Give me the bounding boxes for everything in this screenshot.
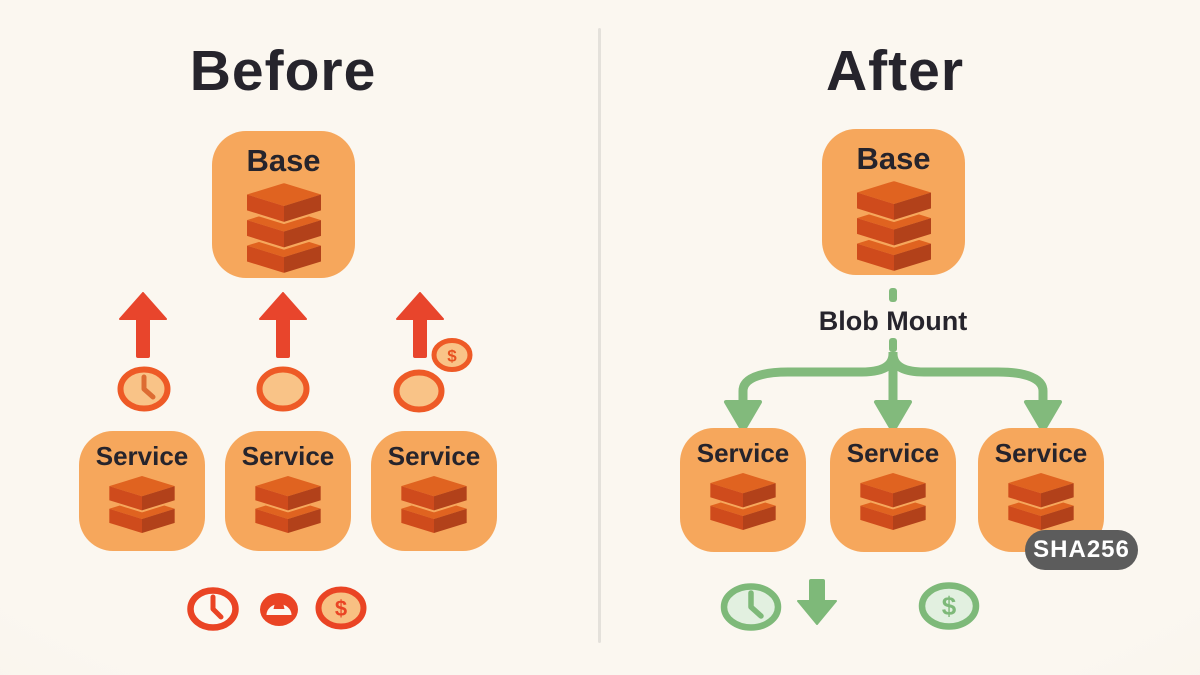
service-label: Service — [994, 438, 1088, 468]
blank-circle-icon — [393, 369, 445, 413]
up-arrow-icon — [119, 292, 167, 358]
before-service-card: Service — [79, 431, 205, 551]
layers-stack-icon — [860, 473, 926, 530]
layers-stack-icon — [1008, 473, 1074, 530]
after-title: After — [825, 39, 965, 103]
layers-stack-icon — [255, 476, 321, 533]
before-service-card: Service — [225, 431, 351, 551]
svg-text:$: $ — [335, 596, 347, 621]
sha256-badge: SHA256 — [1025, 530, 1138, 570]
layers-stack-icon — [857, 181, 931, 271]
service-label: Service — [696, 438, 790, 468]
service-label: Service — [846, 438, 940, 468]
base-label: Base — [246, 143, 321, 178]
layers-stack-icon — [109, 476, 175, 533]
branch-arrows-icon — [724, 352, 1062, 433]
service-label: Service — [95, 441, 189, 471]
layers-stack-icon — [710, 473, 776, 530]
dashed-connector — [889, 288, 897, 302]
service-label: Service — [387, 441, 481, 471]
panel-divider — [598, 28, 601, 643]
coin-icon: $ — [431, 338, 473, 372]
up-arrow-icon — [259, 292, 307, 358]
after-service-card: Service — [830, 428, 956, 552]
clock-icon — [117, 366, 171, 412]
layers-stack-icon — [247, 183, 321, 273]
svg-text:$: $ — [447, 347, 457, 366]
after-service-card: Service — [680, 428, 806, 552]
base-label: Base — [856, 141, 931, 176]
before-base-card: Base — [212, 131, 355, 278]
svg-text:$: $ — [942, 591, 957, 621]
dashed-connector — [889, 338, 897, 352]
blank-circle-icon — [256, 366, 310, 412]
blob-mount-label: Blob Mount — [818, 306, 968, 336]
coin-icon: $ — [315, 586, 367, 630]
before-service-card: Service — [371, 431, 497, 551]
gauge-icon — [260, 593, 298, 626]
after-base-card: Base — [822, 129, 965, 275]
down-arrow-icon — [797, 579, 837, 625]
before-title: Before — [189, 39, 377, 103]
service-label: Service — [241, 441, 335, 471]
clock-icon — [187, 587, 239, 631]
coin-icon: $ — [918, 582, 980, 630]
layers-stack-icon — [401, 476, 467, 533]
clock-icon — [720, 583, 782, 631]
